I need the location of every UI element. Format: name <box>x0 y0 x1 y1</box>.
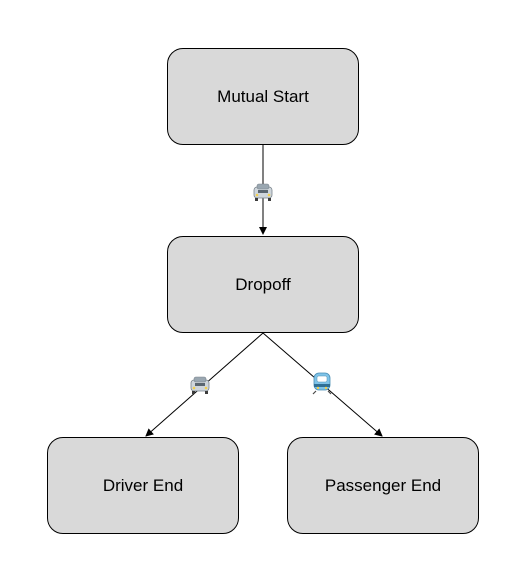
node-label: Driver End <box>102 475 184 495</box>
train-icon <box>312 372 332 395</box>
car-icon <box>190 376 210 394</box>
node-dropoff: Dropoff <box>167 236 359 333</box>
node-mutual-start: Mutual Start <box>167 48 359 145</box>
node-label: Dropoff <box>235 274 291 294</box>
node-label: Mutual Start <box>217 86 309 106</box>
node-passenger-end: Passenger End <box>287 437 479 534</box>
node-label: Passenger End <box>324 475 442 495</box>
car-icon <box>253 183 273 201</box>
node-driver-end: Driver End <box>47 437 239 534</box>
